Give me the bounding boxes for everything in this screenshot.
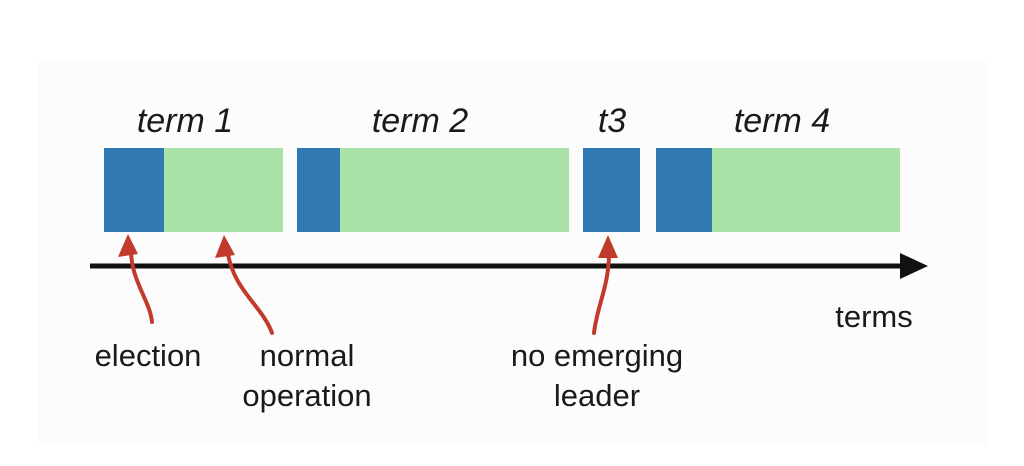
normal-operation-line-2: operation	[242, 378, 372, 414]
no-leader-arrowhead-icon	[598, 235, 618, 258]
election-arrowhead-icon	[118, 234, 138, 257]
term-label-1: term 1	[136, 102, 234, 140]
no-leader-line-2: leader	[553, 378, 641, 414]
term-label-4: term 4	[733, 102, 831, 140]
normal-operation-arrowhead-icon	[215, 235, 235, 258]
election-arrow	[128, 245, 154, 324]
term-1-election-segment	[104, 148, 164, 232]
term-3-election-segment	[583, 148, 640, 232]
term-1-normal-segment	[164, 148, 283, 232]
normal-operation-arrow	[225, 246, 274, 335]
no-emerging-leader-annotation: no emerging leader	[511, 336, 683, 417]
term-4-normal-segment	[712, 148, 900, 232]
election-annotation: election	[94, 338, 202, 373]
axis-label: terms	[835, 299, 913, 334]
no-leader-line-1: no emerging	[510, 338, 684, 373]
term-4-election-segment	[656, 148, 712, 232]
axis-arrowhead-icon	[900, 253, 928, 279]
no-leader-arrow	[592, 246, 612, 335]
term-2-normal-segment	[340, 148, 569, 232]
time-axis	[90, 253, 928, 279]
term-label-3: t3	[597, 102, 627, 140]
diagram-panel	[38, 60, 988, 445]
term-2-election-segment	[297, 148, 340, 232]
term-label-2: term 2	[371, 102, 469, 140]
normal-operation-annotation: normal operation	[242, 336, 371, 417]
normal-operation-line-1: normal	[259, 338, 355, 373]
